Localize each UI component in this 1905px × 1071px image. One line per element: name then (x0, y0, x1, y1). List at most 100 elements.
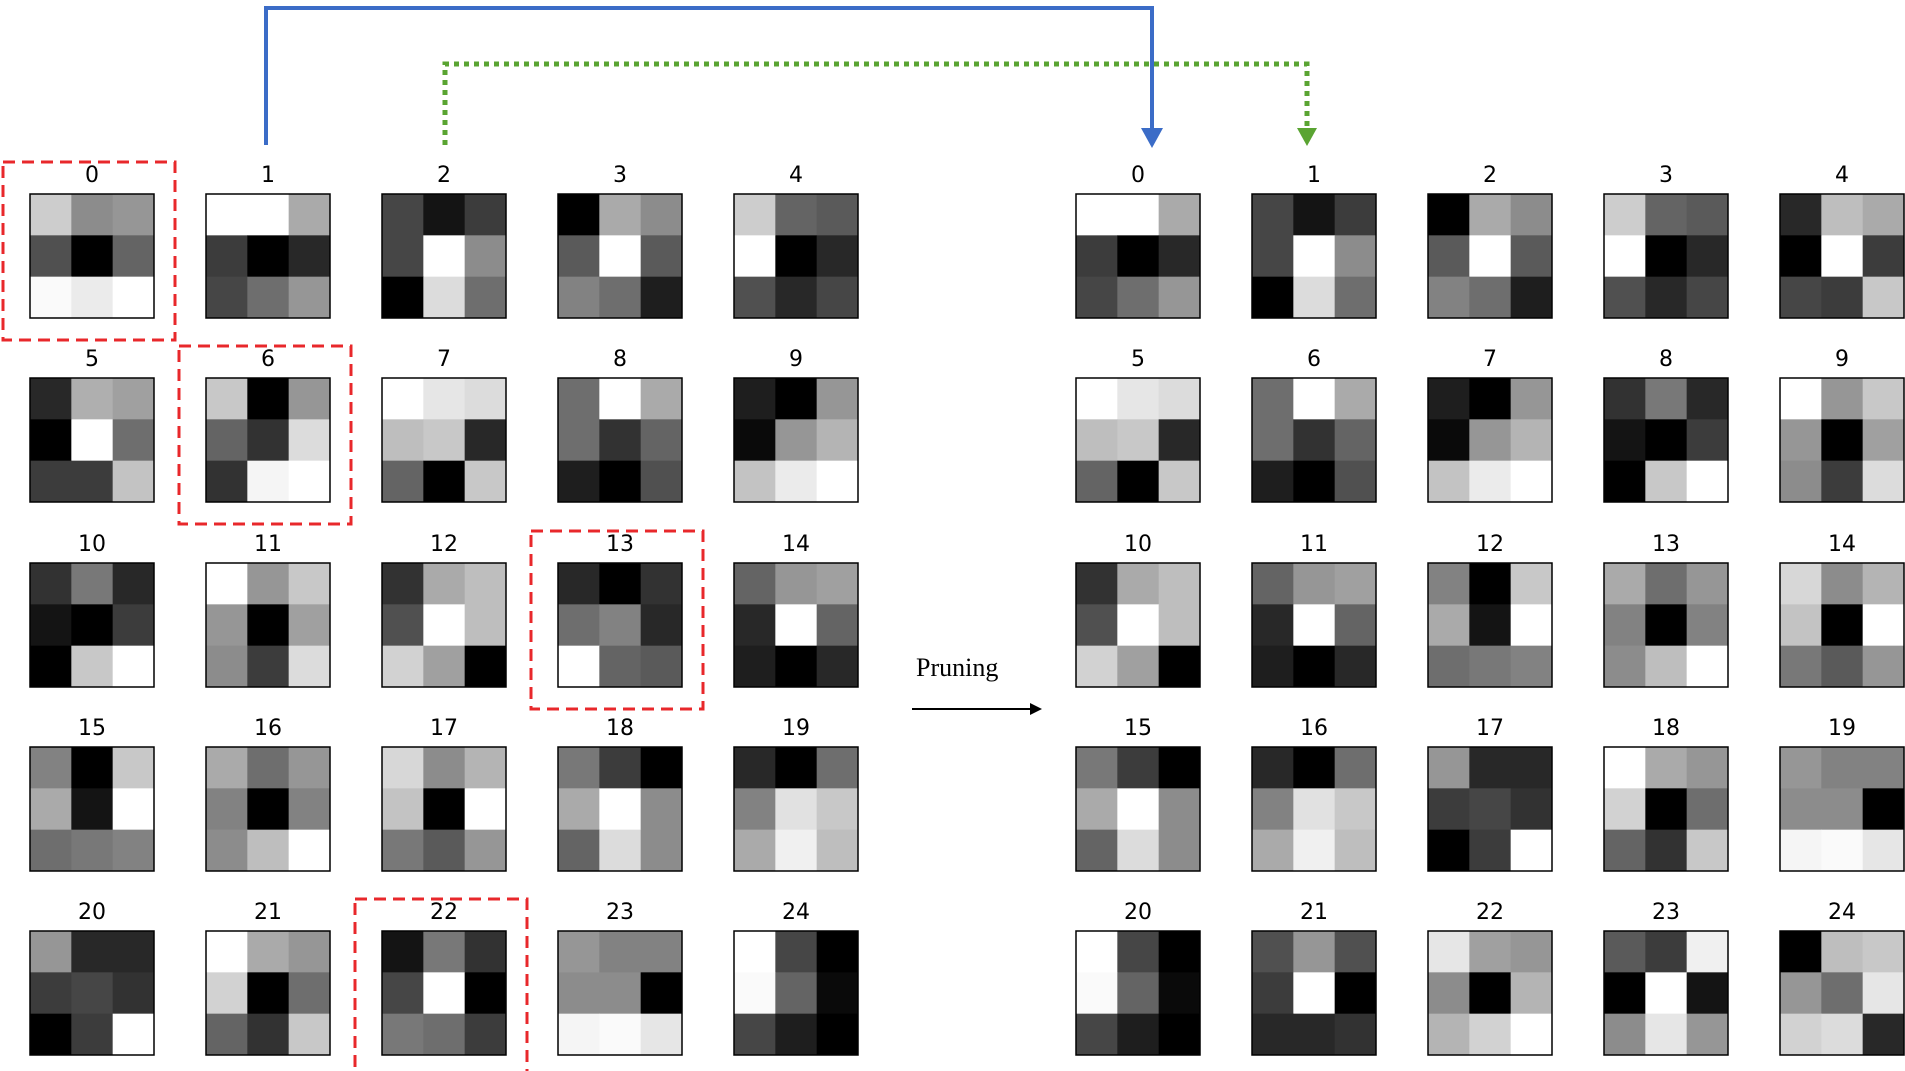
kernel-cell (247, 194, 290, 236)
kernel-frame (205, 377, 331, 503)
kernel-cell (558, 235, 600, 278)
kernel-frame (557, 562, 683, 688)
kernel-cell (423, 460, 466, 503)
kernel-cell (640, 194, 683, 236)
kernel-cell (1117, 972, 1160, 1015)
kernel-cell (247, 419, 290, 462)
pruned-kernel-19: 19 (1779, 716, 1905, 872)
kernel-cell (247, 931, 290, 973)
kernel-cell (1862, 194, 1905, 236)
kernel-cell (1469, 931, 1512, 973)
highlight-box-kernel-22 (353, 897, 529, 1071)
kernel-cell (599, 829, 642, 872)
kernel-cell (423, 788, 466, 831)
kernel-cell (1510, 645, 1553, 688)
kernel-frame (381, 562, 507, 688)
original-kernel-label: 3 (613, 163, 627, 188)
original-kernel-19: 19 (733, 716, 859, 872)
kernel-cell (112, 419, 155, 462)
pruned-kernel-22: 22 (1427, 900, 1553, 1056)
pruned-kernel-1: 1 (1251, 163, 1377, 319)
kernel-cell (558, 829, 600, 872)
pruned-kernel-label: 11 (1300, 532, 1328, 557)
kernel-cell (1117, 235, 1160, 278)
kernel-cell (112, 276, 155, 319)
kernel-cell (71, 829, 114, 872)
kernel-cell (1158, 931, 1201, 973)
pruned-kernel-label: 22 (1476, 900, 1504, 925)
kernel-cell (599, 972, 642, 1015)
kernel-cell (288, 419, 331, 462)
kernel-cell (464, 645, 507, 688)
kernel-frame (1427, 562, 1553, 688)
kernel-cell (1604, 604, 1646, 647)
kernel-cell (558, 1013, 600, 1056)
kernel-cell (1334, 194, 1377, 236)
kernel-cell (112, 747, 155, 789)
kernel-cell (247, 645, 290, 688)
kernel-cell (382, 378, 424, 420)
kernel-cell (734, 1013, 776, 1056)
kernel-cell (1510, 972, 1553, 1015)
original-kernel-17: 17 (381, 716, 507, 872)
kernel-frame (1075, 746, 1201, 872)
kernel-cell (30, 276, 72, 319)
kernel-cell (1334, 788, 1377, 831)
kernel-cell (71, 194, 114, 236)
pruned-kernel-9: 9 (1779, 347, 1905, 503)
kernel-frame (1427, 377, 1553, 503)
kernel-cell (1252, 460, 1294, 503)
kernel-cell (30, 747, 72, 789)
kernel-cell (1293, 276, 1336, 319)
kernel-cell (247, 604, 290, 647)
kernel-cell (1076, 235, 1118, 278)
original-kernel-21: 21 (205, 900, 331, 1056)
kernel-cell (423, 645, 466, 688)
kernel-cell (1645, 194, 1688, 236)
kernel-frame (1075, 377, 1201, 503)
kernel-cell (247, 460, 290, 503)
pruned-kernel-label: 1 (1307, 163, 1321, 188)
kernel-cell (71, 788, 114, 831)
kernel-cell (464, 829, 507, 872)
kernel-cell (1428, 276, 1470, 319)
kernel-cell (775, 563, 818, 605)
kernel-cell (775, 931, 818, 973)
pruned-kernel-label: 7 (1483, 347, 1497, 372)
kernel-cell (206, 931, 248, 973)
original-kernel-0: 0 (29, 163, 155, 319)
kernel-frame (381, 746, 507, 872)
kernel-frame (1603, 930, 1729, 1056)
kernel-frame (1075, 193, 1201, 319)
kernel-cell (423, 276, 466, 319)
pruned-kernel-7: 7 (1427, 347, 1553, 503)
kernel-cell (1334, 931, 1377, 973)
kernel-cell (1076, 747, 1118, 789)
kernel-cell (1821, 931, 1864, 973)
kernel-cell (1821, 972, 1864, 1015)
kernel-cell (112, 194, 155, 236)
kernel-cell (423, 563, 466, 605)
kernel-cell (640, 563, 683, 605)
kernel-frame (1075, 930, 1201, 1056)
kernel-cell (30, 972, 72, 1015)
original-kernel-label: 5 (85, 347, 99, 372)
kernel-cell (1821, 276, 1864, 319)
kernel-cell (558, 563, 600, 605)
pruned-kernel-14: 14 (1779, 532, 1905, 688)
pruned-kernel-3: 3 (1603, 163, 1729, 319)
original-kernel-16: 16 (205, 716, 331, 872)
kernel-cell (1821, 829, 1864, 872)
kernel-cell (640, 829, 683, 872)
kernel-cell (1686, 235, 1729, 278)
kernel-cell (1076, 563, 1118, 605)
pruned-kernel-label: 6 (1307, 347, 1321, 372)
pruned-kernel-label: 4 (1835, 163, 1849, 188)
kernel-cell (558, 419, 600, 462)
kernel-frame (1427, 193, 1553, 319)
kernel-cell (1117, 645, 1160, 688)
kernel-cell (288, 788, 331, 831)
kernel-cell (288, 460, 331, 503)
kernel-cell (1252, 788, 1294, 831)
